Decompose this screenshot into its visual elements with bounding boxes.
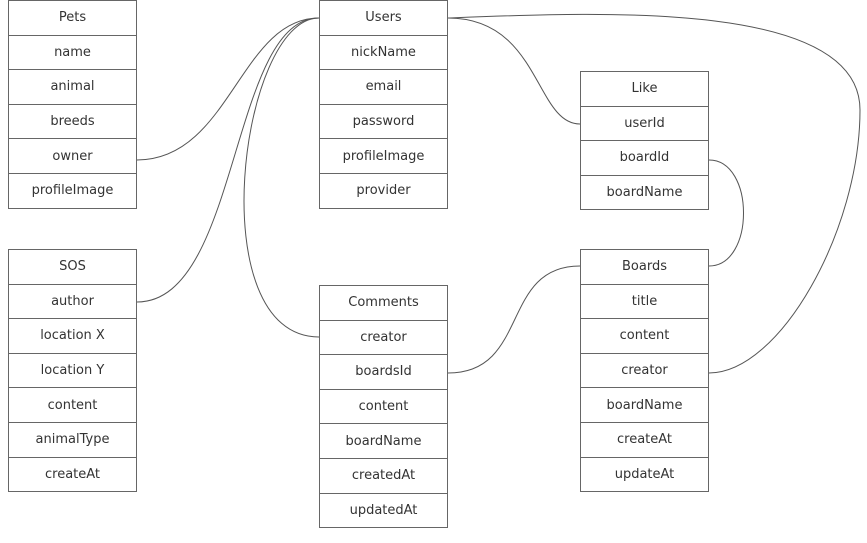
- entity-title: Comments: [319, 285, 448, 321]
- connector-pets-owner-to-users: [136, 17, 320, 161]
- entity-field: title: [580, 283, 709, 320]
- entity-field: creator: [319, 319, 448, 356]
- entity-field: userId: [580, 105, 709, 142]
- entity-field: boardId: [580, 140, 709, 176]
- entity-sos[interactable]: SOS author location X location Y content…: [8, 249, 137, 493]
- connector-like-boardid-to-boards: [708, 159, 744, 267]
- entity-field: boardName: [319, 423, 448, 459]
- entity-comments[interactable]: Comments creator boardsId content boardN…: [319, 285, 448, 529]
- entity-field: profileImage: [8, 172, 137, 209]
- entity-title: Boards: [580, 249, 709, 285]
- entity-boards[interactable]: Boards title content creator boardName c…: [580, 249, 709, 493]
- entity-field: email: [319, 69, 448, 105]
- entity-title: Like: [580, 71, 709, 107]
- entity-field: boardName: [580, 387, 709, 423]
- entity-title: SOS: [8, 249, 137, 285]
- entity-field: location X: [8, 318, 137, 354]
- entity-field: location Y: [8, 352, 137, 389]
- entity-field: breeds: [8, 103, 137, 140]
- entity-field: provider: [319, 172, 448, 209]
- entity-field: createAt: [580, 421, 709, 458]
- entity-field: content: [319, 388, 448, 425]
- entity-field: boardsId: [319, 354, 448, 390]
- entity-field: createdAt: [319, 457, 448, 494]
- entity-field: nickName: [319, 34, 448, 71]
- entity-field: author: [8, 283, 137, 320]
- entity-field: password: [319, 103, 448, 140]
- connector-comments-creator-to-users: [243, 17, 320, 338]
- entity-title: Pets: [8, 0, 137, 36]
- entity-field: name: [8, 34, 137, 71]
- entity-title: Users: [319, 0, 448, 36]
- connector-comments-boardsid-to-boards: [447, 265, 581, 374]
- entity-field: updatedAt: [319, 492, 448, 529]
- entity-field: animal: [8, 69, 137, 105]
- entity-field: owner: [8, 138, 137, 174]
- entity-field: animalType: [8, 421, 137, 458]
- entity-users[interactable]: Users nickName email password profileIma…: [319, 0, 448, 209]
- entity-field: createAt: [8, 456, 137, 493]
- entity-field: profileImage: [319, 138, 448, 174]
- entity-field: creator: [580, 352, 709, 389]
- connector-users-to-like-userid: [447, 17, 581, 125]
- entity-field: boardName: [580, 174, 709, 211]
- entity-field: content: [580, 318, 709, 354]
- entity-pets[interactable]: Pets name animal breeds owner profileIma…: [8, 0, 137, 209]
- entity-like[interactable]: Like userId boardId boardName: [580, 71, 709, 211]
- connector-sos-author-to-users: [136, 17, 320, 303]
- entity-field: updateAt: [580, 456, 709, 493]
- entity-field: content: [8, 387, 137, 423]
